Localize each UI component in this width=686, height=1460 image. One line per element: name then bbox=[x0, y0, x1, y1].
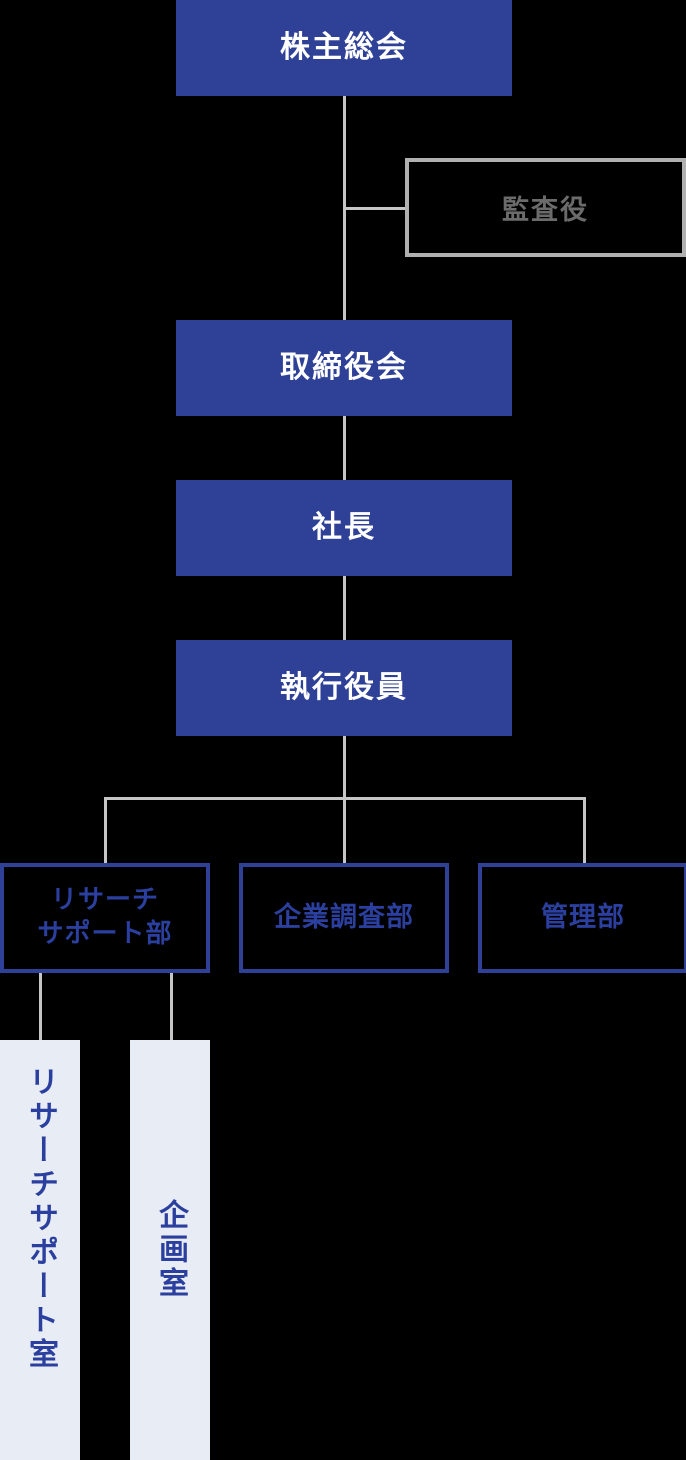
node-auditor-label: 監査役 bbox=[502, 195, 589, 226]
node-research-support-office-label: リサーチサポート室 bbox=[23, 1066, 58, 1372]
node-president-label: 社長 bbox=[312, 510, 376, 546]
node-administration-dept-label: 管理部 bbox=[541, 902, 625, 934]
node-board-of-directors[interactable]: 取締役会 bbox=[176, 320, 512, 416]
node-executive-officers[interactable]: 執行役員 bbox=[176, 640, 512, 736]
node-research-support-dept-label: リサーチ サポート部 bbox=[37, 884, 172, 952]
node-shareholders-meeting-label: 株主総会 bbox=[280, 30, 408, 66]
connector-dept-to-research-support-office bbox=[39, 973, 42, 1041]
node-auditor[interactable]: 監査役 bbox=[405, 158, 686, 257]
connector-shareholders-to-auditor bbox=[343, 207, 407, 210]
node-planning-office-label: 企画室 bbox=[153, 1199, 188, 1301]
connector-board-to-president bbox=[343, 416, 346, 483]
node-corporate-research-dept-label: 企業調査部 bbox=[274, 902, 414, 934]
connector-bus-to-research-support-dept bbox=[104, 797, 107, 863]
node-shareholders-meeting[interactable]: 株主総会 bbox=[176, 0, 512, 96]
connector-president-to-executive bbox=[343, 576, 346, 643]
node-research-support-dept-label-line1: リサーチ bbox=[50, 885, 159, 916]
connector-dept-to-planning-office bbox=[170, 973, 173, 1041]
connector-bus-to-corporate-research-dept bbox=[343, 797, 346, 863]
node-research-support-dept-label-line2: サポート部 bbox=[37, 919, 173, 949]
node-executive-officers-label: 執行役員 bbox=[280, 670, 408, 706]
node-planning-office[interactable]: 企画室 bbox=[130, 1040, 210, 1460]
node-corporate-research-dept[interactable]: 企業調査部 bbox=[239, 863, 449, 973]
connector-bus-to-administration-dept bbox=[583, 797, 586, 863]
node-research-support-dept[interactable]: リサーチ サポート部 bbox=[0, 863, 210, 973]
node-research-support-office[interactable]: リサーチサポート室 bbox=[0, 1040, 80, 1460]
connector-executive-trunk bbox=[343, 736, 346, 800]
node-administration-dept[interactable]: 管理部 bbox=[478, 863, 686, 973]
node-board-of-directors-label: 取締役会 bbox=[280, 350, 408, 386]
node-president[interactable]: 社長 bbox=[176, 480, 512, 576]
